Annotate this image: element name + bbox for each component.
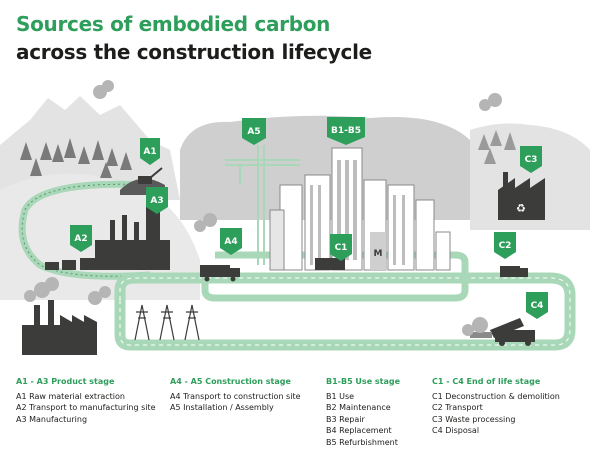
legend-item: A4 Transport to construction site	[170, 391, 301, 401]
lifecycle-illustration: M ♻	[0, 80, 590, 355]
badge-a3-label: A3	[150, 196, 163, 206]
title-line-1: Sources of embodied carbon	[16, 12, 331, 36]
badge-c2-label: C2	[499, 241, 512, 251]
train-icon	[45, 258, 102, 270]
legend-item: C2 Transport	[432, 403, 483, 413]
recycle-icon: ♻	[516, 202, 526, 215]
badge-c4-label: C4	[531, 301, 544, 311]
legend-construction-stage: A4 - A5 Construction stage A4 Transport …	[170, 376, 301, 414]
badge-a5-label: A5	[247, 127, 260, 137]
legend-item: B1 Use	[326, 391, 355, 401]
forest-left	[20, 138, 132, 178]
badge-b1b5-label: B1-B5	[331, 126, 361, 136]
power-pylons-icon	[134, 304, 200, 341]
legend-item: A5 Installation / Assembly	[170, 403, 274, 413]
badge-c1: C1	[330, 234, 352, 261]
factory-bottom-left-icon	[22, 300, 97, 355]
badge-a2: A2	[70, 225, 92, 252]
badge-c4: C4	[526, 292, 548, 319]
legend-heading: C1 - C4 End of life stage	[432, 377, 541, 386]
legend-item: B3 Repair	[326, 414, 365, 424]
legend-item: B4 Replacement	[326, 426, 392, 436]
legend-item: B2 Maintenance	[326, 403, 391, 413]
legend-item: B5 Refurbishment	[326, 437, 398, 447]
badge-c3: C3	[520, 146, 542, 173]
legend-item: C3 Waste processing	[432, 414, 516, 424]
mountains-left	[0, 96, 180, 200]
factory-a3-icon	[95, 205, 170, 270]
legend-heading: A4 - A5 Construction stage	[170, 377, 291, 386]
building-windows	[310, 160, 405, 265]
legend-end-of-life-stage: C1 - C4 End of life stage C1 Deconstruct…	[432, 376, 560, 437]
legend-item: A2 Transport to manufacturing site	[16, 403, 156, 413]
badge-a2-label: A2	[74, 234, 87, 244]
truck-a4-icon	[200, 265, 240, 282]
badge-c3-label: C3	[525, 155, 538, 165]
badge-a3: A3	[146, 187, 168, 214]
legend-item: C4 Disposal	[432, 426, 480, 436]
badge-a1-label: A1	[143, 147, 156, 157]
road-loop	[114, 272, 576, 351]
demolition-icon	[315, 258, 345, 270]
legend-use-stage: B1-B5 Use stage B1 Use B2 Maintenance B3…	[326, 376, 400, 449]
city-buildings	[269, 147, 451, 271]
smoke-clouds	[24, 80, 502, 336]
excavator-icon	[138, 167, 163, 184]
legend-item: A3 Manufacturing	[16, 414, 88, 424]
legend-heading: A1 - A3 Product stage	[16, 377, 115, 386]
truck-c2-icon	[500, 266, 528, 277]
legend-item: C1 Deconstruction & demolition	[432, 391, 560, 401]
badge-c1-label: C1	[335, 243, 348, 253]
badge-b1b5: B1-B5	[327, 117, 365, 145]
legend-heading: B1-B5 Use stage	[326, 377, 401, 386]
crane-icon	[225, 145, 300, 265]
badge-c2: C2	[494, 232, 516, 259]
forest-right	[478, 130, 516, 164]
badge-a1: A1	[140, 138, 160, 165]
road-inner	[201, 251, 469, 302]
badge-a5: A5	[242, 118, 266, 145]
building-sign: M	[374, 249, 383, 259]
title-line-2: across the construction lifecycle	[16, 40, 372, 64]
badge-a4: A4	[220, 228, 242, 255]
badge-a4-label: A4	[224, 237, 237, 247]
waste-facility-c3-icon: ♻	[498, 172, 545, 220]
dump-truck-c4-icon	[470, 318, 535, 346]
legend-product-stage: A1 - A3 Product stage A1 Raw material ex…	[16, 376, 156, 425]
legend-item: A1 Raw material extraction	[16, 391, 125, 401]
